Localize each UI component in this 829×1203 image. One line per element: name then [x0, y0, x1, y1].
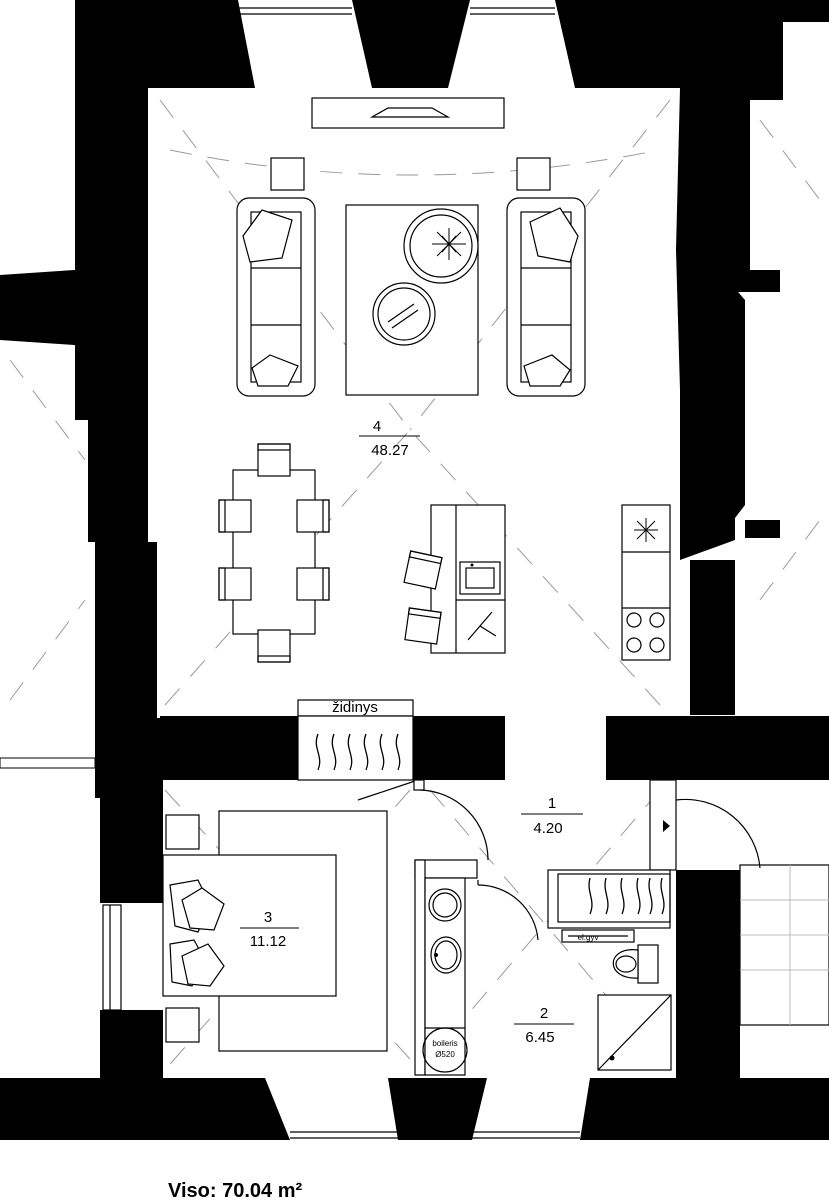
room-number: 4 [373, 418, 381, 435]
sofa-right [506, 197, 586, 397]
total-area: Viso: 70.04 m² [168, 1180, 303, 1202]
kitchen-island [403, 504, 506, 654]
room-area: 11.12 [250, 933, 286, 950]
room-label-3: 3 11.12 [240, 909, 299, 950]
room-number: 2 [540, 1005, 548, 1022]
bedroom-furniture [162, 810, 388, 1052]
fireplace [297, 699, 414, 781]
room-number: 1 [548, 795, 556, 812]
room-label-2: 2 6.45 [514, 1005, 574, 1046]
doors [357, 779, 761, 941]
room-area: 48.27 [371, 442, 409, 459]
boiler-label: boileris [432, 1039, 457, 1048]
coffee-tables [372, 208, 479, 346]
room-label-1: 1 4.20 [521, 795, 583, 837]
boiler-size-label: Ø520 [435, 1050, 455, 1059]
tv-console [311, 97, 505, 129]
dining-table [218, 443, 330, 663]
room-area: 4.20 [533, 820, 562, 837]
kitchen-counter [621, 504, 671, 661]
fireplace-label: židinys [332, 699, 378, 716]
windows [0, 7, 580, 1139]
room-area: 6.45 [525, 1029, 554, 1046]
walls [0, 0, 829, 1140]
room-label-4: 4 48.27 [359, 418, 420, 459]
side-tables [270, 157, 551, 191]
staircase [739, 864, 829, 1026]
room-number: 3 [264, 909, 272, 926]
bathroom-fixtures [414, 859, 672, 1076]
sofa-left [236, 197, 316, 397]
electrical-panel-label: el.gyv [578, 933, 599, 942]
